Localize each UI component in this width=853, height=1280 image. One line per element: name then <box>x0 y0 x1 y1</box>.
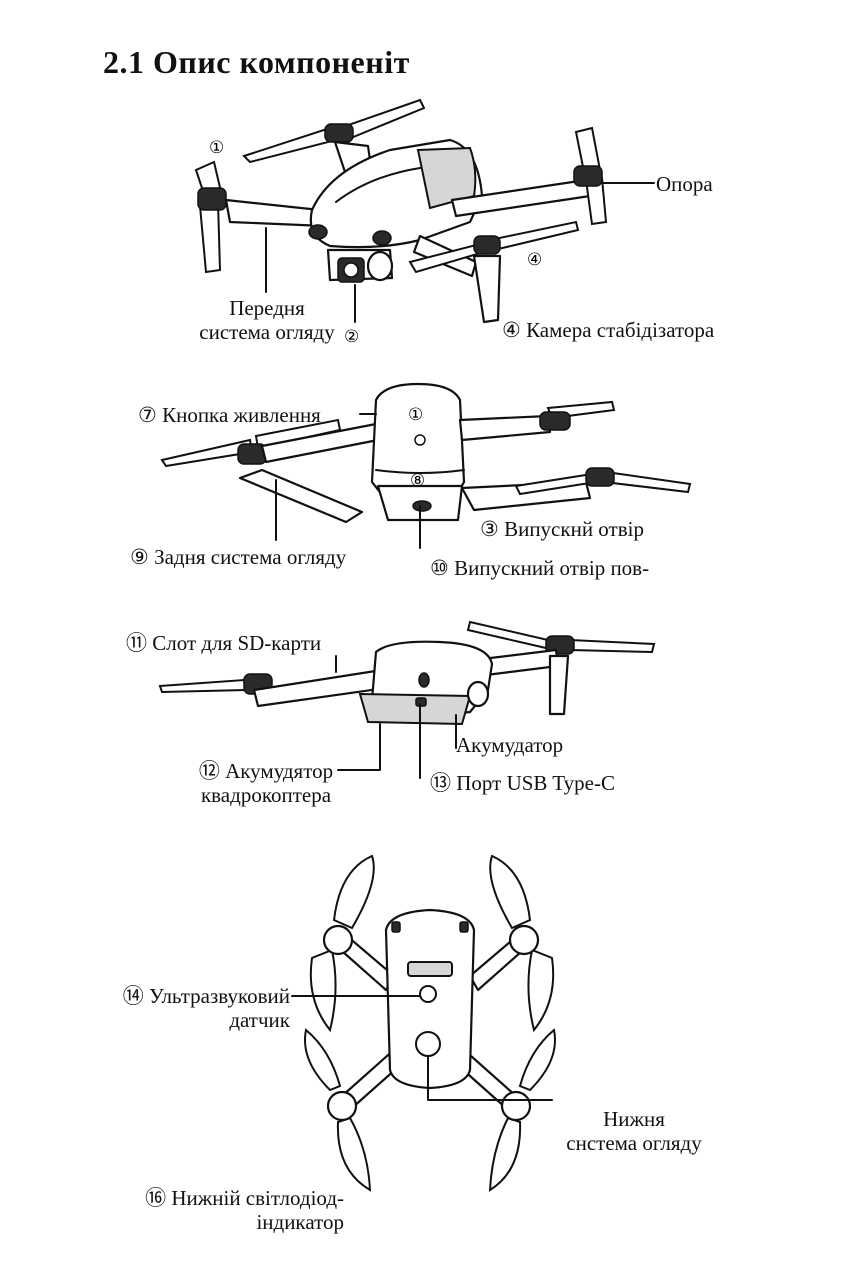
drone-front-view: ① ② ④ <box>194 98 655 347</box>
label-front-vision-system: Передня система огляду <box>156 296 378 344</box>
label-front-vision-line1: Передня <box>229 296 305 320</box>
label-ultrasonic-line1: ⑭ Ультразвуковий <box>122 984 290 1008</box>
marker-4-fig1: ④ <box>527 250 542 270</box>
label-rear-vision-system: ⑨ Задня система огляду <box>130 545 347 569</box>
label-bottom-vision-line1: Нижня <box>603 1107 665 1131</box>
drone-bottom-view <box>291 854 556 1192</box>
label-battery: Акумудатор <box>456 733 564 757</box>
label-bottom-vision-line2: снстема огляду <box>566 1131 702 1155</box>
drone-side-view <box>158 620 656 779</box>
marker-8-fig2: ⑧ <box>410 471 425 491</box>
label-aircraft-battery: ⑫ Акумудятор квадрокоптера <box>166 759 366 807</box>
label-ultrasonic-line2: датчик <box>229 1008 290 1032</box>
marker-1-fig1: ① <box>209 138 224 158</box>
label-sd-card-slot: ⑪ Слот для SD-карти <box>126 631 322 655</box>
label-ultrasonic-sensor: ⑭ Ультразвуковий датчик <box>86 984 290 1032</box>
label-gimbal-camera: ④ Камера стабідізатора <box>502 318 715 342</box>
label-landing-gear: Опора <box>656 172 713 196</box>
marker-2-fig1: ② <box>344 327 359 347</box>
label-usb-port: ⑬ Порт USB Type-C <box>430 771 615 795</box>
label-bottom-led-line2: індикатор <box>256 1210 344 1234</box>
label-aircraft-battery-line1: ⑫ Акумудятор <box>198 759 334 783</box>
label-air-outlet: ⑩ Випускний отвір пов- <box>430 556 650 580</box>
label-bottom-vision-system: Нижня снстема огляду <box>544 1107 724 1155</box>
label-bottom-led: ⑯ Нижній світлодіод- індикатор <box>96 1186 344 1234</box>
marker-1-fig2: ① <box>408 405 423 425</box>
section-title: 2.1 Опис компоненіт <box>103 44 410 80</box>
label-bottom-led-line1: ⑯ Нижній світлодіод- <box>145 1186 344 1210</box>
label-vent: ③ Випускнй отвір <box>480 517 644 541</box>
drone-rear-view: ① ⑧ <box>160 382 692 549</box>
label-front-vision-line2: система огляду <box>199 320 335 344</box>
label-power-button: ⑦ Кнопка живлення <box>138 403 321 427</box>
label-aircraft-battery-line2: квадрокоптера <box>200 783 332 807</box>
